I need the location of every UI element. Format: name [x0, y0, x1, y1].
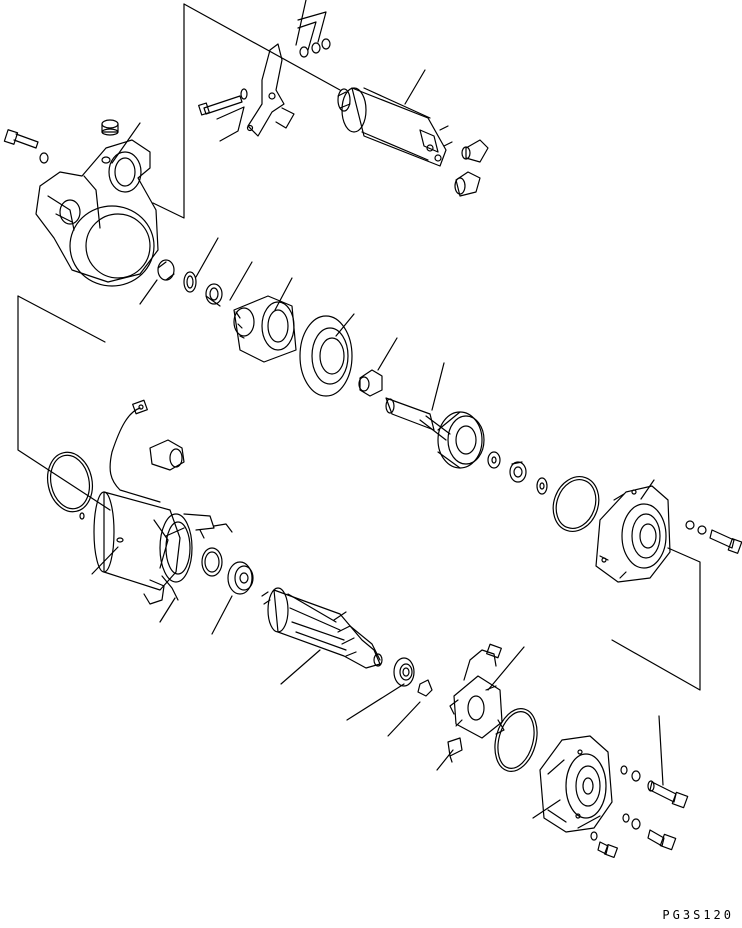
- rear-cover-washers-lower: [623, 814, 640, 829]
- terminal-boot-lower: [455, 172, 480, 196]
- drawing-code: PG3S120: [662, 908, 734, 922]
- armature: [262, 588, 382, 668]
- center-bracket: [596, 486, 670, 582]
- front-bolt: [4, 130, 38, 148]
- through-bolt-upper: [648, 781, 688, 808]
- gear-shaft: [386, 398, 450, 440]
- washer-3: [537, 478, 547, 494]
- shaft-bearing: [438, 412, 484, 468]
- rear-cover-washers-upper: [621, 766, 640, 781]
- stop-ring: [184, 272, 196, 292]
- rear-bearing: [394, 658, 414, 686]
- center-bracket-bolt: [710, 530, 742, 553]
- washer-2: [510, 462, 526, 482]
- snap-ring: [202, 548, 222, 576]
- retainer: [206, 284, 222, 306]
- collar: [158, 260, 174, 280]
- o-ring-right: [546, 470, 606, 538]
- lever-pin-bolt: [199, 89, 247, 115]
- yoke-cap: [150, 440, 184, 470]
- pinion-clutch: [234, 296, 296, 362]
- front-bracket-housing: [36, 140, 158, 286]
- screw-bottom: [591, 832, 617, 857]
- o-ring-left: [42, 448, 98, 516]
- yoke: [94, 492, 232, 604]
- washer-1: [488, 452, 500, 468]
- center-bracket-washers: [686, 521, 706, 534]
- rear-clip: [418, 680, 432, 696]
- lead-wire: [110, 400, 160, 502]
- seal-disc: [300, 316, 352, 396]
- small-washers-top: [300, 39, 330, 57]
- ball-bearing-left: [228, 562, 253, 594]
- shift-lever: [248, 44, 295, 136]
- small-pin: [80, 513, 84, 519]
- front-washer: [40, 153, 48, 163]
- brush-holder: [450, 644, 504, 738]
- through-bolt-lower: [648, 830, 676, 850]
- rear-cover: [540, 736, 612, 832]
- center-bushing: [359, 370, 382, 396]
- brush-spring: [448, 738, 462, 762]
- oil-plug: [102, 120, 118, 135]
- leader-lines: [92, 0, 663, 828]
- solenoid-switch: [338, 88, 452, 166]
- o-ring-rear: [488, 704, 543, 776]
- terminal-boot-upper: [462, 140, 488, 162]
- assembly-reference-lines: [18, 4, 700, 690]
